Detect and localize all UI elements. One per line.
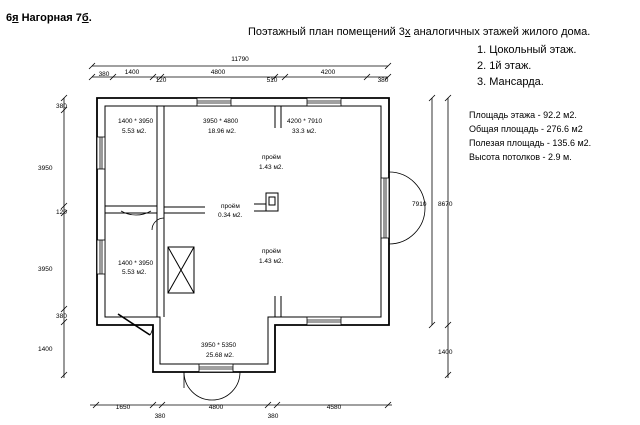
opening-title: проём [262,154,281,161]
opening-area: 1.43 м2. [259,258,284,265]
opening-label: проём 1.43 м2. [259,154,284,171]
dim-ticks-right [428,94,452,379]
opening-title: проём [262,248,281,255]
dim-top: 4200 [321,69,336,76]
room-size: 1400 * 3950 [118,118,153,125]
room-label: 4200 * 7910 33.3 м2. [287,118,322,135]
entrance-door [117,313,151,336]
window-top-right [306,97,342,107]
dim-bottom: 380 [268,413,279,420]
stat-total-area: Общая площадь - 276.6 м2 [469,124,583,134]
room-area: 33.3 м2. [292,128,317,135]
dim-bottom: 4800 [209,404,224,411]
dim-ticks-left [60,94,68,379]
floor-item: 2. 1й этаж. [477,60,532,72]
dim-ticks-bottom [92,401,392,409]
floor-item: 1. Цокольный этаж. [477,44,577,56]
window-left-lower [96,239,106,275]
area-stats: Площадь этажа - 92.2 м2. Общая площадь -… [469,108,591,164]
windows [96,97,390,373]
dim-right: 8670 [438,201,453,208]
opening-label: проём 0.34 м2. [218,203,243,219]
dim-left: 3950 [38,266,53,273]
dim-right: 7910 [412,201,427,208]
dim-top: 380 [99,71,110,78]
dim-left: 3950 [38,165,53,172]
window-right [380,177,390,239]
room-size: 3950 * 4800 [203,118,238,125]
door-swing-bottom [183,371,241,401]
stat-floor-area: Площадь этажа - 92.2 м2. [469,110,577,120]
stat-ceiling-height: Высота потолков - 2.9 м. [469,152,572,162]
chimney [254,192,279,212]
room-label: 3950 * 4800 18.96 м2. [203,118,238,135]
dim-top: 380 [378,77,389,84]
room-label: 3950 * 5350 25.68 м2. [201,342,236,359]
dim-bottom: 1650 [116,404,131,411]
room-label: 1400 * 3950 5.53 м2. [118,118,153,135]
dim-left: 380 [56,313,67,320]
door-swing-inner [151,217,165,231]
floors-list: 1. Цокольный этаж. 2. 1й этаж. 3. Мансар… [477,42,576,90]
dim-top: 510 [267,77,278,84]
dim-bottom: 4580 [327,404,342,411]
opening-area: 1.43 м2. [259,164,284,171]
room-area: 25.68 м2. [206,352,234,359]
window-bottom-right [306,316,342,326]
outer-walls [96,97,390,373]
window-top-center [196,97,232,107]
dim-top: 120 [156,77,167,84]
room-size: 3950 * 5350 [201,342,236,349]
room-area: 18.96 м2. [208,128,236,135]
room-label: 1400 * 3950 5.53 м2. [118,260,153,276]
window-left-upper [96,136,106,170]
dim-top: 1400 [125,69,140,76]
window-bottom [198,363,234,373]
dim-left: 1400 [38,346,53,353]
room-area: 5.53 м2. [122,128,147,135]
dim-top: 4800 [211,69,226,76]
stairs [167,246,195,294]
dim-ticks-top [88,62,392,81]
opening-title: проём [221,203,240,210]
dim-left: 120 [56,209,67,216]
stat-useful-area: Полезая площадь - 135.6 м2. [469,138,592,148]
plan-heading: Поэтажный план помещений 3х аналогичных … [248,26,591,38]
document-title: 6я Нагорная 7б. [6,12,92,24]
door-swing-right [388,171,426,245]
dim-right: 1400 [438,349,453,356]
floor-item: 3. Мансарда. [477,76,544,88]
opening-label: проём 1.43 м2. [259,248,284,265]
doors [117,171,426,401]
dim-left: 380 [56,103,67,110]
dim-bottom: 380 [155,413,166,420]
room-size: 1400 * 3950 [118,260,153,267]
opening-area: 0.34 м2. [218,212,243,219]
room-size: 4200 * 7910 [287,118,322,125]
dim-total-top: 11790 [231,56,249,63]
room-area: 5.53 м2. [122,269,147,276]
